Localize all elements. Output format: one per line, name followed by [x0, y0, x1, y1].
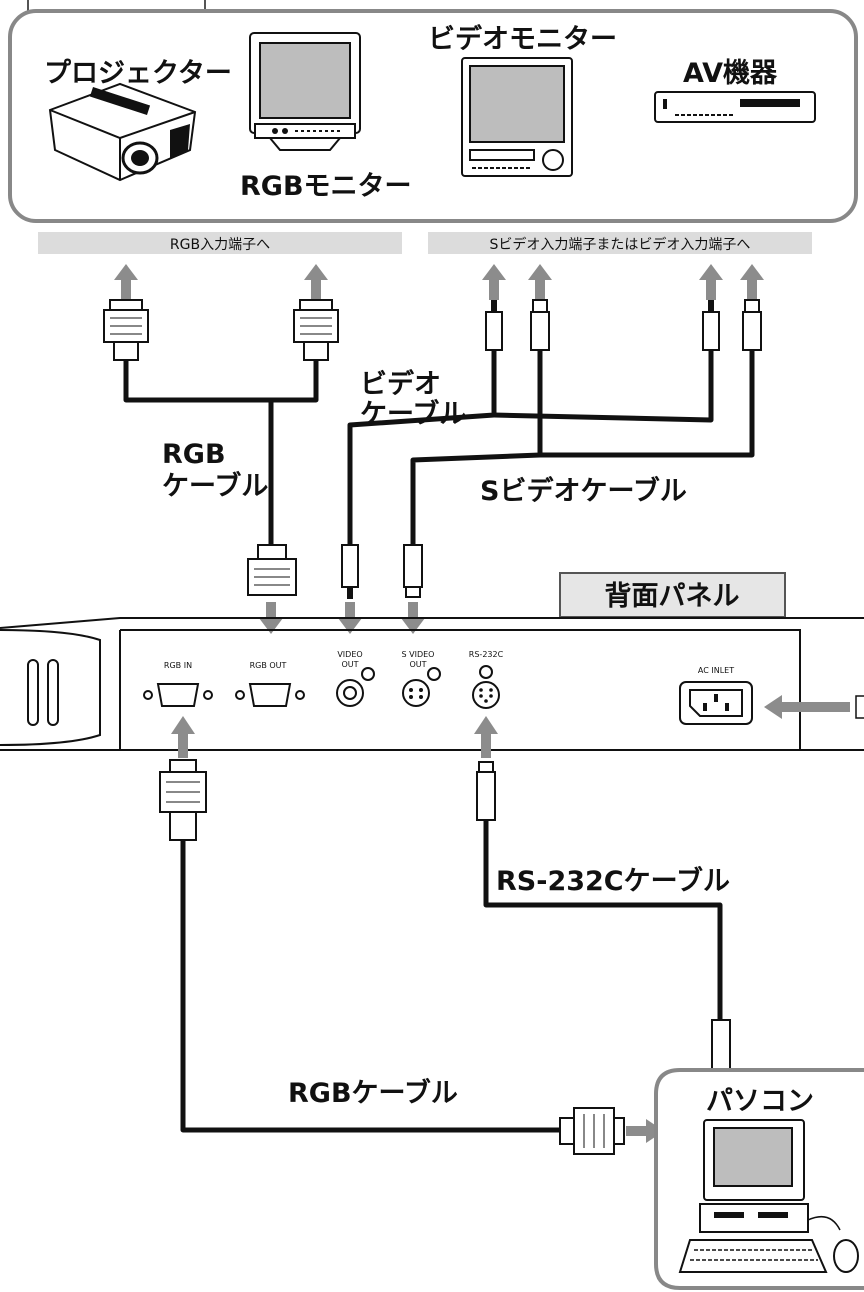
rca-plug-top-2: [702, 300, 720, 351]
projector-icon: [48, 82, 197, 182]
rgb-bottom-cable: [180, 840, 560, 1133]
rgb-out-port: RGB OUT: [235, 661, 305, 707]
rs232c-label: RS-232C: [469, 650, 504, 659]
input-arrows: [114, 264, 764, 300]
svideo-plug-top-2: [742, 299, 762, 351]
av-equipment-label: AV機器: [683, 58, 778, 89]
rs232c-cable-label: RS-232Cケーブル: [496, 865, 730, 897]
projector-label: プロジェクター: [44, 58, 232, 89]
video-input-band-label: Sビデオ入力端子またはビデオ入力端子へ: [490, 236, 751, 253]
rs232c-plug-bottom: [476, 761, 496, 821]
video-cable-av: [493, 350, 714, 423]
rear-panel-body: [0, 617, 864, 751]
rgb-bottom-cable-label: RGBケーブル: [288, 1077, 458, 1109]
video-cable: [347, 350, 497, 545]
panel-up-arrows: [171, 716, 498, 758]
pc-icon: [678, 1119, 859, 1273]
rgb-input-band: [38, 232, 402, 254]
svideo-cable-label: Sビデオケーブル: [480, 475, 687, 507]
svideo-out-port: S VIDEO OUT: [402, 650, 441, 707]
rgb-plug-top-right: [293, 299, 339, 361]
rgb-in-port: RGB IN: [143, 661, 213, 707]
video-input-band: [428, 232, 812, 254]
rgb-input-band-label: RGB入力端子へ: [170, 237, 270, 253]
rs232c-cable: [483, 820, 723, 1020]
rgb-monitor-icon: [249, 32, 361, 151]
rca-plug-top-1: [485, 300, 503, 351]
rgb-top-cable: [123, 360, 319, 545]
video-cable-label-1: ビデオ: [360, 368, 441, 400]
pc-label: パソコン: [706, 1086, 814, 1117]
video-out-label-1: VIDEO: [337, 650, 362, 659]
svideo-out-label-2: OUT: [409, 660, 426, 669]
rgb-plug-panel: [247, 544, 297, 596]
rgb-plug-top-left: [103, 299, 149, 361]
rgb-cable-label-1: RGB: [162, 439, 226, 470]
rgb-out-label: RGB OUT: [250, 661, 287, 670]
rgb-plug-pc: [559, 1107, 625, 1155]
rgb-cable-label-2: ケーブル: [162, 470, 268, 502]
video-out-label-2: OUT: [341, 660, 358, 669]
rgb-in-label: RGB IN: [164, 661, 192, 670]
device-group-box: [8, 9, 858, 223]
video-cable-label-2: ケーブル: [360, 398, 466, 430]
panel-down-arrows: [259, 602, 425, 634]
rear-panel-title: 背面パネル: [605, 581, 740, 612]
rgb-plug-bottom: [159, 759, 207, 841]
video-monitor-icon: [461, 57, 573, 177]
ac-arrow: [764, 695, 850, 719]
rear-panel-title-box: [559, 572, 786, 618]
ac-inlet-port: AC INLET: [679, 666, 753, 725]
video-monitor-label: ビデオモニター: [428, 23, 617, 55]
rs232c-port: RS-232C: [469, 650, 504, 709]
ac-inlet-label: AC INLET: [698, 666, 734, 675]
svideo-cable-av: [540, 350, 755, 458]
video-out-port: VIDEO OUT: [336, 650, 375, 707]
rgb-monitor-label: RGBモニター: [240, 171, 412, 202]
svideo-out-label-1: S VIDEO: [402, 650, 435, 659]
svideo-plug-panel: [403, 544, 423, 598]
power-cord-stub: [855, 695, 864, 719]
rca-plug-panel: [341, 544, 359, 599]
svideo-plug-top-1: [530, 299, 550, 351]
av-equipment-icon: [654, 91, 816, 123]
svideo-cable: [410, 350, 543, 545]
